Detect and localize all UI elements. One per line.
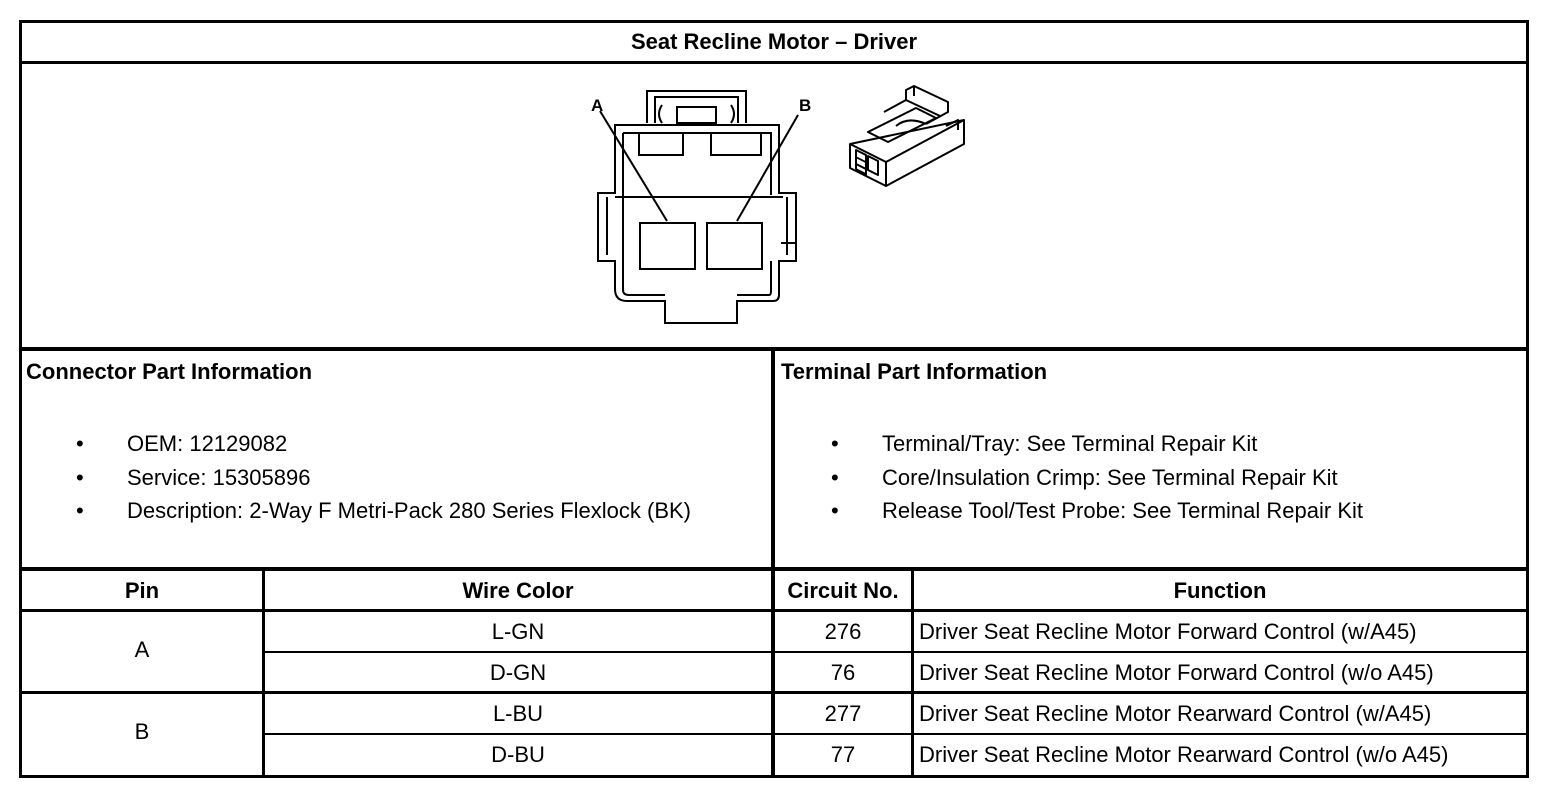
pin-cell-b: B <box>134 719 150 744</box>
divider <box>911 569 914 778</box>
divider <box>263 733 1529 735</box>
divider <box>19 61 1529 64</box>
list-item: • Service: 15305896 <box>22 461 691 495</box>
function-cell: Driver Seat Recline Motor Rearward Contr… <box>919 742 1449 767</box>
connector-face-diagram: A B <box>591 90 811 324</box>
bullet-icon: • <box>76 464 84 490</box>
column-header-wire-color: Wire Color <box>462 578 574 603</box>
bullet-icon: • <box>831 431 839 456</box>
pin-label-b: B <box>799 96 811 115</box>
pin-cell-a: A <box>134 637 150 662</box>
wire-color-cell: D-GN <box>489 660 547 685</box>
list-item: • Description: 2-Way F Metri-Pack 280 Ser… <box>22 494 691 528</box>
circuit-cell: 276 <box>824 619 862 644</box>
connector-isometric-drawing <box>849 85 965 187</box>
function-cell: Driver Seat Recline Motor Rearward Contr… <box>919 701 1432 726</box>
connector-info-list: • OEM: 12129082 • Service: 15305896 • Descr… <box>22 427 691 528</box>
connector-description: Description: 2-Way F Metri-Pack 280 Seri… <box>127 498 691 523</box>
list-item: • OEM: 12129082 <box>22 427 691 461</box>
column-header-function: Function <box>1173 578 1267 603</box>
circuit-cell: 77 <box>830 742 856 767</box>
connector-info-heading: Connector Part Information <box>26 359 313 384</box>
function-cell: Driver Seat Recline Motor Forward Contro… <box>919 619 1417 644</box>
terminal-crimp: Core/Insulation Crimp: See Terminal Repa… <box>882 464 1338 490</box>
divider <box>263 651 1529 653</box>
circuit-cell: 277 <box>824 701 862 726</box>
terminal-info-heading: Terminal Part Information <box>781 359 1048 384</box>
bullet-icon: • <box>831 498 839 523</box>
wire-color-cell: L-BU <box>492 701 544 726</box>
pin-label-a: A <box>591 96 603 115</box>
connector-service: Service: 15305896 <box>127 464 311 490</box>
page-title: Seat Recline Motor – Driver <box>630 29 918 54</box>
terminal-tray: Terminal/Tray: See Terminal Repair Kit <box>882 431 1258 456</box>
list-item: • Terminal/Tray: See Terminal Repair Kit <box>777 427 1363 461</box>
bullet-icon: • <box>76 498 84 523</box>
list-item: • Core/Insulation Crimp: See Terminal Rep… <box>777 461 1363 495</box>
terminal-info-list: •Terminal/Tray: See Terminal Repair Kit … <box>777 427 1363 528</box>
divider <box>771 349 775 778</box>
circuit-cell: 76 <box>830 660 856 685</box>
terminal-release-tool: Release Tool/Test Probe: See Terminal Re… <box>882 498 1363 523</box>
bullet-icon: • <box>831 464 839 490</box>
column-header-circuit-no: Circuit No. <box>787 578 899 603</box>
wire-color-cell: L-GN <box>491 619 545 644</box>
bullet-icon: • <box>76 431 84 456</box>
wire-color-cell: D-BU <box>491 742 545 767</box>
function-cell: Driver Seat Recline Motor Forward Contro… <box>919 660 1434 685</box>
connector-oem: OEM: 12129082 <box>127 431 288 456</box>
divider <box>262 569 265 778</box>
list-item: • Release Tool/Test Probe: See Terminal R… <box>777 494 1363 528</box>
column-header-pin: Pin <box>124 578 160 603</box>
